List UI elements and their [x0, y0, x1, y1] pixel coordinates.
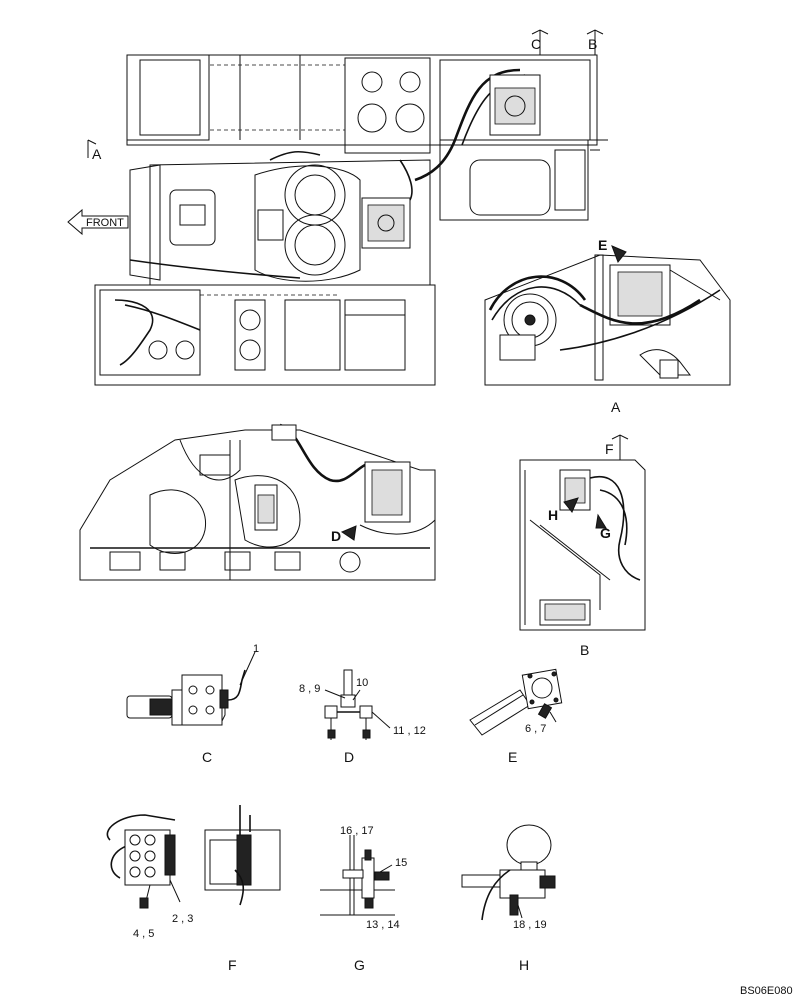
section-mark-f: F — [605, 441, 614, 457]
view-label-f: F — [228, 957, 237, 973]
part-number-8-9: 8 , 9 — [299, 683, 320, 695]
part-number-1: 1 — [253, 643, 259, 655]
view-label-a: A — [611, 399, 621, 415]
arrow-label-d: D — [331, 528, 341, 544]
front-arrow-label: FRONT — [86, 217, 124, 229]
section-mark-b: B — [588, 36, 597, 52]
side-view-drawing — [79, 423, 436, 581]
part-number-11-12: 11 , 12 — [393, 725, 426, 737]
detail-g-drawing — [320, 835, 395, 916]
detail-e-drawing — [469, 668, 563, 736]
view-label-g: G — [354, 957, 365, 973]
view-label-d: D — [344, 749, 354, 765]
detail-h-drawing — [461, 824, 556, 921]
view-a-drawing — [484, 245, 731, 386]
view-label-e: E — [508, 749, 517, 765]
detail-c-drawing — [126, 651, 256, 726]
detail-d-drawing — [324, 669, 391, 740]
arrow-label-e: E — [598, 237, 607, 253]
view-label-b: B — [580, 642, 589, 658]
arrow-label-h: H — [548, 507, 558, 523]
part-number-15: 15 — [395, 857, 407, 869]
view-label-c: C — [202, 749, 212, 765]
part-number-2-3: 2 , 3 — [172, 913, 193, 925]
drawing-code: BS06E080 — [740, 985, 793, 997]
section-mark-c: C — [531, 36, 541, 52]
main-top-view — [67, 29, 608, 386]
part-number-18-19: 18 , 19 — [513, 919, 547, 931]
part-number-6-7: 6 , 7 — [525, 723, 546, 735]
detail-f-drawing — [106, 805, 281, 909]
part-number-10: 10 — [356, 677, 368, 689]
part-number-4-5: 4 , 5 — [133, 928, 154, 940]
section-mark-a: A — [92, 146, 102, 162]
view-label-h: H — [519, 957, 529, 973]
part-number-13-14: 13 , 14 — [366, 919, 400, 931]
arrow-label-g: G — [600, 525, 611, 541]
part-number-16-17: 16 , 17 — [340, 825, 374, 837]
view-b-drawing — [519, 434, 646, 631]
